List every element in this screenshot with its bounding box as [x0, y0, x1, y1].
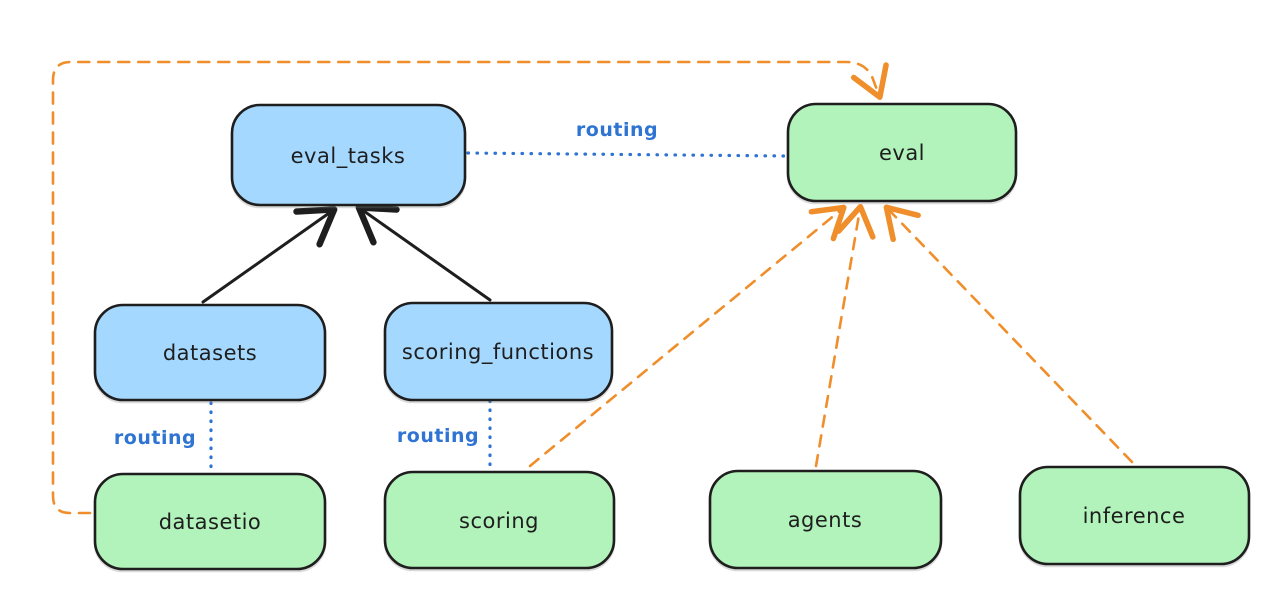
edge-agents-to-eval [814, 203, 876, 468]
edge-label-routing-middle: routing [397, 425, 479, 447]
node-scoring-label: scoring [459, 509, 539, 533]
node-datasetio-label: datasetio [159, 510, 262, 534]
node-scoring: scoring [383, 470, 616, 570]
edge-datasets-to-eval-tasks [201, 206, 338, 304]
node-scoring-functions-label: scoring_functions [402, 340, 594, 365]
node-eval-tasks-label: eval_tasks [291, 144, 406, 169]
edge-inference-to-eval [883, 204, 1134, 464]
node-scoring-box [383, 470, 616, 570]
node-datasetio-box [93, 472, 327, 571]
node-inference-label: inference [1083, 504, 1186, 528]
node-eval-box [786, 102, 1018, 203]
node-datasets-box [93, 303, 327, 402]
node-scoring-functions: scoring_functions [383, 301, 614, 402]
node-agents: agents [708, 469, 943, 570]
node-eval-tasks: eval_tasks [230, 103, 467, 207]
edge-label-routing-left: routing [114, 427, 196, 449]
node-datasetio: datasetio [93, 472, 327, 571]
edge-eval-tasks-to-eval-routing [466, 151, 788, 158]
node-datasets-label: datasets [163, 341, 257, 365]
edge-label-routing-top: routing [576, 119, 658, 141]
node-eval: eval [786, 102, 1018, 203]
node-scoring-functions-box [383, 301, 614, 402]
node-agents-label: agents [788, 508, 863, 532]
edge-scoring-to-eval [528, 204, 847, 468]
node-agents-box [708, 469, 943, 570]
node-eval-label: eval [879, 141, 925, 165]
node-inference: inference [1018, 465, 1251, 566]
node-eval-tasks-box [230, 103, 467, 207]
node-datasets: datasets [93, 303, 327, 402]
edge-scoring-functions-to-eval-tasks [355, 204, 492, 302]
edge-datasetio-to-eval [51, 60, 889, 515]
node-inference-box [1018, 465, 1251, 566]
